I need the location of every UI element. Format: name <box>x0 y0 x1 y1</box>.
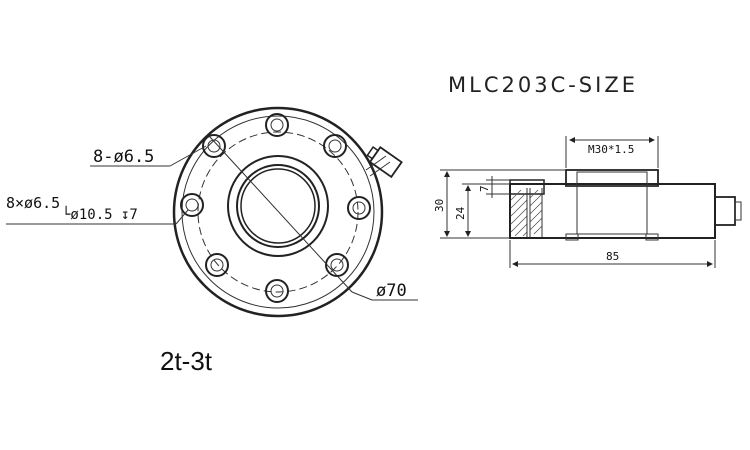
height-step-label: 7 <box>478 185 491 192</box>
diameter-line <box>209 136 353 293</box>
front-view: ø70 8-ø6.5 8×ø6.5 └ø10.5 ↧7 <box>6 106 418 318</box>
counterbore-label: 8×ø6.5 <box>6 194 60 212</box>
bolt-hole <box>265 113 289 137</box>
diameter-leader <box>351 291 373 301</box>
side-view: M30*1.5 30 24 7 85 <box>433 136 742 268</box>
height-total-label: 30 <box>433 199 446 212</box>
section-hatch <box>510 189 543 237</box>
bolt-hole <box>265 279 289 303</box>
drawing-title: MLC203C-SIZE <box>448 73 638 97</box>
outer-diameter-label: ø70 <box>376 281 407 301</box>
counterbore-leader <box>175 209 189 225</box>
width-total-label: 85 <box>606 250 619 263</box>
hub-outer-circle <box>227 155 329 257</box>
hub-inner-circle <box>240 168 316 244</box>
bolt-pitch-circle <box>197 131 359 293</box>
capacity-caption: 2t-3t <box>160 346 213 376</box>
bolt-hole <box>205 253 229 277</box>
bolt-hole <box>323 134 347 158</box>
counterbore-sub-label: └ø10.5 ↧7 <box>62 206 138 223</box>
flange-inner-ring <box>181 115 375 309</box>
connector-icon <box>365 146 403 179</box>
flange-outer-circle <box>172 106 384 318</box>
height-body-label: 24 <box>454 206 467 220</box>
bolt-hole <box>180 193 204 217</box>
bolt-label-leader <box>169 145 207 167</box>
bolt-hole-label: 8-ø6.5 <box>93 147 154 167</box>
bolt-hole <box>347 196 371 220</box>
hub-mid-circle <box>236 164 320 248</box>
thread-label: M30*1.5 <box>588 143 634 156</box>
hub-bore <box>576 171 648 235</box>
bolt-hole <box>325 253 349 277</box>
bolt-hole <box>202 134 226 158</box>
side-connector <box>714 196 736 226</box>
